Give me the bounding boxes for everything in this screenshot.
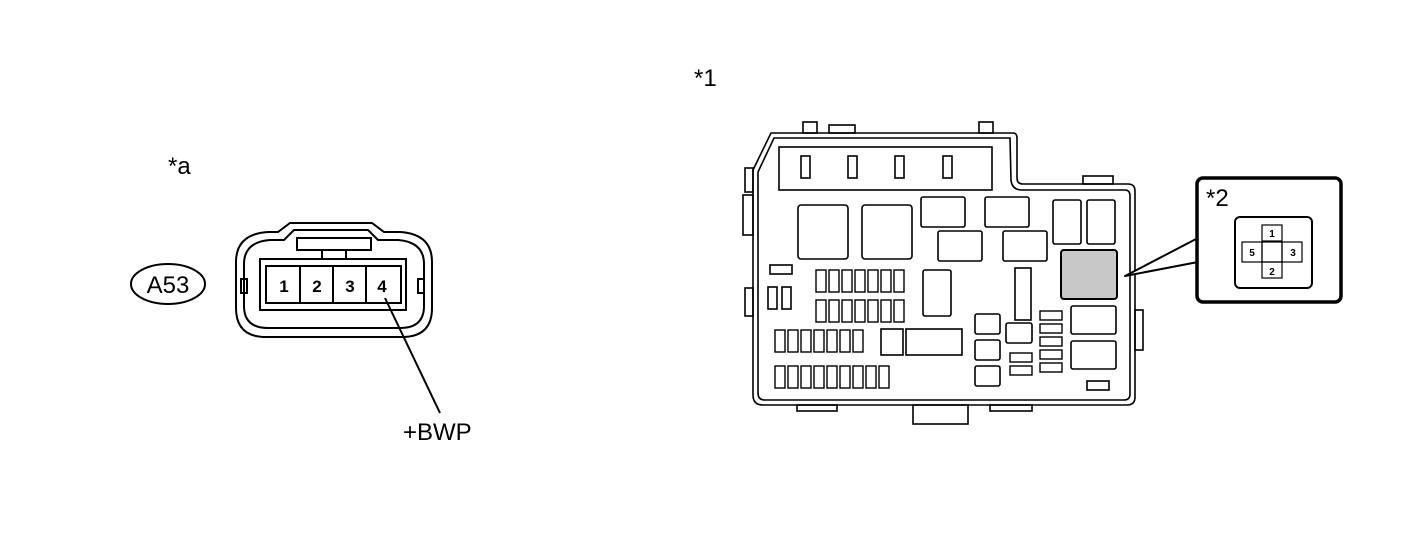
fuse-cell bbox=[800, 329, 812, 353]
connector-a53-housing bbox=[235, 222, 433, 338]
fuse-cell bbox=[880, 299, 892, 323]
label-star-2: *2 bbox=[1206, 185, 1229, 212]
detail-connector-cross bbox=[1241, 224, 1303, 279]
fuse-cell bbox=[774, 365, 786, 389]
fuse-cell bbox=[878, 365, 890, 389]
detail-pin-3: 3 bbox=[1290, 248, 1296, 259]
fuse-cell bbox=[854, 299, 866, 323]
detail-pin-5: 5 bbox=[1249, 248, 1255, 259]
fuse-cell bbox=[826, 329, 838, 353]
fuse-cell bbox=[841, 299, 853, 323]
pin-1: 1 bbox=[279, 277, 288, 296]
fuse-cell bbox=[852, 365, 864, 389]
fuse-cell bbox=[839, 365, 851, 389]
fuse-cell bbox=[867, 269, 879, 293]
fuse-cell bbox=[828, 299, 840, 323]
fuse-cell bbox=[839, 329, 851, 353]
mini-fuse bbox=[1039, 336, 1063, 347]
fuse-cell bbox=[787, 365, 799, 389]
mini-fuse bbox=[1039, 310, 1063, 321]
junction-block-view: *1 bbox=[694, 65, 1343, 425]
fuse-cell bbox=[815, 299, 827, 323]
fuse-cell bbox=[774, 329, 786, 353]
mini-fuse bbox=[1009, 365, 1033, 376]
fuse-cell bbox=[865, 365, 877, 389]
fuse-rows bbox=[774, 269, 1063, 389]
highlighted-relay bbox=[1060, 249, 1118, 300]
fuse-cell bbox=[841, 269, 853, 293]
connector-a53-pins: 1 2 3 4 bbox=[279, 277, 387, 296]
label-star-a: *a bbox=[168, 153, 191, 180]
pin-2: 2 bbox=[312, 277, 321, 296]
detail-callout-box: *2 1 5 3 2 bbox=[1195, 176, 1343, 304]
fuse-cell bbox=[852, 329, 864, 353]
fuse-cell bbox=[787, 329, 799, 353]
fuse-cell bbox=[854, 269, 866, 293]
fuse-cell bbox=[893, 299, 905, 323]
connector-code-badge: A53 bbox=[130, 263, 206, 305]
fuse-cell bbox=[815, 269, 827, 293]
detail-pin-2: 2 bbox=[1269, 267, 1275, 278]
terminal-leader-line bbox=[384, 297, 441, 414]
fuse-cell bbox=[813, 329, 825, 353]
pin-3: 3 bbox=[345, 277, 354, 296]
fuse-cell bbox=[813, 365, 825, 389]
mini-fuse bbox=[1039, 323, 1063, 334]
connector-code: A53 bbox=[147, 272, 190, 299]
terminal-label-bwp: +BWP bbox=[403, 419, 472, 446]
fuse-cell bbox=[800, 365, 812, 389]
fuse-cell bbox=[867, 299, 879, 323]
fuse-cell bbox=[828, 269, 840, 293]
fuse-cell bbox=[880, 269, 892, 293]
mini-fuse bbox=[1039, 349, 1063, 360]
label-star-1: *1 bbox=[694, 65, 717, 92]
connector-a53-view: *a A53 1 2 3 4 bbox=[130, 153, 472, 446]
junction-block-body bbox=[742, 121, 1144, 425]
fuse-cell bbox=[826, 365, 838, 389]
fuse-cell bbox=[893, 269, 905, 293]
detail-pin-1: 1 bbox=[1269, 229, 1275, 240]
callout-pointer bbox=[1124, 237, 1199, 277]
mini-fuse bbox=[1039, 362, 1063, 373]
pin-4: 4 bbox=[377, 277, 387, 296]
mini-fuse bbox=[1009, 352, 1033, 363]
